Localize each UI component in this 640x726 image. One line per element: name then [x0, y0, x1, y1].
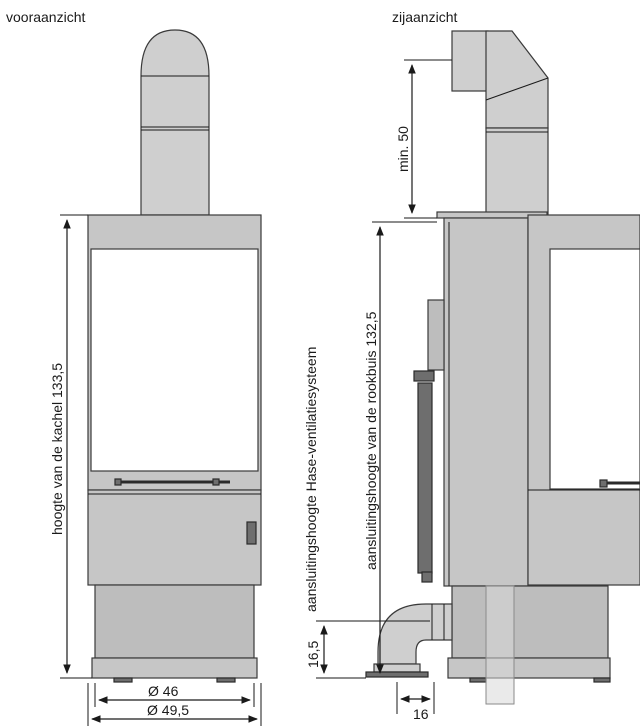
side-plinth	[447, 657, 611, 679]
front-plinth	[91, 657, 258, 679]
min-50-label: min. 50	[395, 126, 411, 172]
vent-pipe-height-label: 16,5	[305, 641, 321, 668]
front-glass-window	[90, 248, 259, 472]
front-door-latch	[246, 521, 257, 545]
side-door-profile	[417, 382, 433, 574]
side-base	[451, 585, 609, 659]
front-view-title: vooraanzicht	[6, 9, 85, 25]
side-vent-duct-ghost	[485, 585, 515, 705]
front-handle-left	[114, 478, 122, 486]
flue-connection-height-label: aansluitingshoogte van de rookbuis 132,5	[363, 311, 379, 570]
side-panel	[443, 217, 529, 587]
front-flue-pipe	[140, 29, 210, 216]
ventilation-connection-height-label: aansluitingshoogte Hase-ventilatiesystee…	[303, 347, 319, 612]
side-view	[365, 30, 640, 705]
side-flue-elbow	[485, 30, 549, 129]
side-flue-stub	[451, 30, 489, 92]
front-base	[94, 584, 255, 659]
front-lower-cabinet	[87, 489, 262, 586]
side-view-title: zijaanzicht	[392, 9, 457, 25]
side-glass-window	[549, 248, 640, 490]
side-flue-pipe	[485, 127, 549, 217]
side-dimensions: min. 50 aansluitingshoogte van de rookbu…	[303, 59, 452, 722]
ventilation-flange	[365, 671, 429, 678]
front-dimensions: hoogte van de kachel 133,5 Ø 46 Ø 49,5	[49, 214, 262, 726]
diameter-46-label: Ø 46	[148, 683, 179, 699]
stove-height-label: hoogte van de kachel 133,5	[49, 363, 65, 535]
front-view	[87, 29, 262, 683]
vent-pipe-offset-label: 16	[413, 706, 429, 722]
front-handle-right	[212, 478, 220, 486]
ventilation-elbow-pipe	[377, 603, 453, 665]
diameter-49-5-label: Ø 49,5	[147, 702, 189, 718]
